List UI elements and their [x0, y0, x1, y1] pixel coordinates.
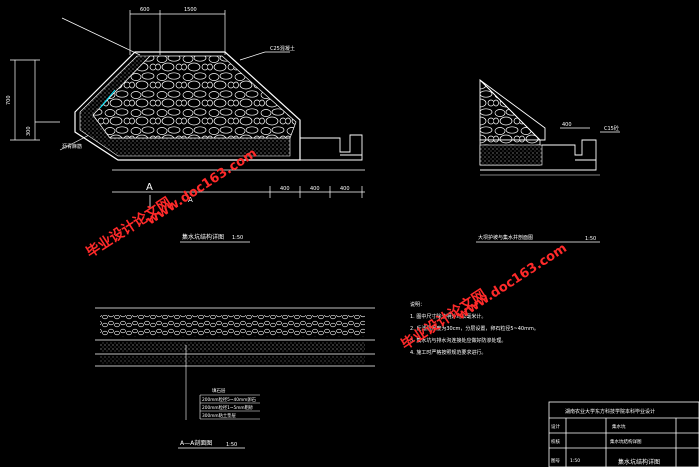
notes: 说明： 1. 图中尺寸除注明外均以毫米计。 2. 反滤层厚度为30cm，分层设置…: [410, 301, 539, 356]
watermark-url-2: www.doc163.com: [454, 241, 570, 323]
stone-fill: [92, 55, 297, 139]
section-marker-right: A: [188, 196, 193, 204]
section-view: 填石层 200mm粒径5~40mm卵石 200mm粒径1~5mm粗砂 300mm…: [95, 307, 375, 449]
layer-2: 200mm粒径1~5mm粗砂: [202, 404, 254, 411]
dim-bottom-c: 400: [340, 186, 350, 192]
leader-top-right: [239, 51, 266, 61]
layer-label: 填石层: [212, 387, 226, 394]
callout-left: 沥青麻筋: [62, 143, 82, 150]
right-view-scale: 1:50: [585, 236, 596, 242]
dim-bottom-b: 400: [310, 186, 320, 192]
tb-row2-label: 设计: [551, 423, 560, 430]
note-line-4: 4. 施工时严格按照规范要求进行。: [410, 349, 486, 356]
dim-top-a: 600: [140, 7, 150, 13]
tb-row3-value: 集水坑结构详图: [610, 438, 642, 445]
note-line-1: 1. 图中尺寸除注明外均以毫米计。: [410, 313, 486, 320]
top-dimension: [129, 10, 226, 55]
bottom-dim-ticks: [269, 186, 363, 198]
accent-trace: [99, 89, 116, 109]
tb-row4-value: 1:50: [570, 458, 580, 464]
note-line-2: 2. 反滤层厚度为30cm，分层设置，卵石粒径5~40mm。: [410, 325, 539, 332]
right-filter-band: [479, 144, 543, 166]
section-view-scale: 1:50: [226, 442, 237, 448]
main-view-title: 集水坑结构详图: [182, 233, 224, 241]
dim-bottom-a: 400: [280, 186, 290, 192]
outer-shell: [74, 51, 301, 161]
dim-top-b: 1500: [184, 7, 197, 13]
right-callout-b: C15砼: [604, 125, 619, 132]
tb-project: 湖南农业大学东方科技学院本科毕业设计: [565, 408, 655, 415]
main-view: 600 1500 700 300 C25混凝土 沥青麻筋: [6, 7, 365, 243]
drain-channel: [300, 134, 363, 161]
title-block: [548, 401, 699, 467]
layer-3: 300mm粘土垫层: [202, 412, 236, 419]
note-line-3: 3. 集水坑与排水沟连接处应做好防渗处理。: [410, 337, 506, 344]
right-slope-edge: [479, 79, 546, 141]
right-view: 400 C15砼 大坝护坡与集水井剖面图 1:50: [476, 78, 620, 243]
section-view-title: A—A剖面图: [180, 439, 212, 447]
layer-1: 200mm粒径5~40mm卵石: [202, 396, 257, 403]
section-marker-left: A: [146, 182, 153, 193]
watermark-url-1: www.doc163.com: [144, 146, 260, 228]
callout-top: C25混凝土: [270, 45, 295, 52]
section-clay-layer: [100, 356, 365, 364]
left-dimension: [10, 59, 60, 141]
section-stone-layer: [100, 315, 365, 337]
right-drain: [480, 139, 597, 171]
right-view-title: 大坝护坡与集水井剖面图: [478, 234, 533, 241]
main-view-scale: 1:50: [232, 235, 243, 241]
layer-callout-table: [185, 345, 260, 420]
leader-top-left: [61, 17, 141, 56]
section-sand-layer: [100, 342, 365, 352]
note-line-0: 说明：: [410, 301, 425, 308]
tb-row2-value: 集水坑: [612, 423, 626, 430]
right-callout-a: 400: [562, 122, 572, 128]
dim-left-a: 700: [6, 95, 12, 105]
tb-row4-label: 图号: [551, 458, 560, 464]
tb-row3-label: 校核: [551, 438, 560, 445]
dim-left-b: 300: [26, 126, 32, 136]
tb-drawing-name: 集水坑结构详图: [618, 458, 660, 466]
